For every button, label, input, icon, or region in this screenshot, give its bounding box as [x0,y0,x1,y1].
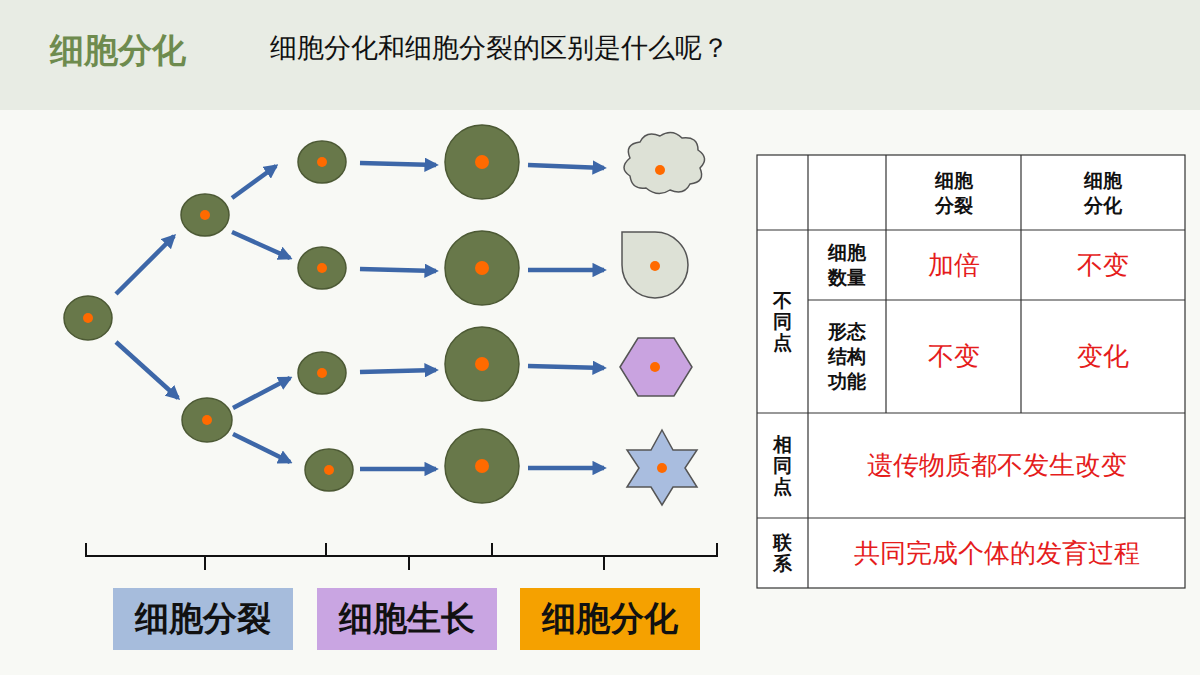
row-header-text: 相同点 [773,434,792,497]
stage-box: 细胞分化 [520,588,700,650]
stage-label: 细胞分裂 [135,596,271,642]
differentiated-cell [624,132,705,193]
cells [64,125,519,503]
question-text: 细胞分化和细胞分裂的区别是什么呢？ [270,30,729,66]
table-header: 细胞 分化 [1021,155,1185,230]
table-cell: 变化 [1021,300,1185,413]
stage-box: 细胞生长 [317,588,497,650]
table-cell: 不变 [1021,230,1185,300]
table-cell-text: 变化 [1077,339,1129,374]
stage-label: 细胞分化 [542,596,678,642]
nuclei [83,155,667,475]
stage-label: 细胞生长 [339,596,475,642]
table-cell: 遗传物质都不发生改变 [808,413,1185,518]
slide-title: 细胞分化 [50,28,186,74]
table-cell-text: 不变 [1077,248,1129,283]
row-header: 相同点 [757,413,808,518]
table-cell: 共同完成个体的发育过程 [808,518,1185,588]
table-header-text: 细胞 分裂 [932,168,976,217]
table-cell: 不变 [886,300,1021,413]
question: 细胞分化和细胞分裂的区别是什么呢？ [270,30,729,66]
brackets [86,543,717,570]
differentiated-cell [627,430,697,505]
stage-box: 细胞分裂 [113,588,293,650]
table-grid [757,155,1185,588]
row-header: 联系 [757,518,808,588]
table-cell-text: 加倍 [928,248,980,283]
growth-arrows [116,163,604,469]
table-cell: 加倍 [886,230,1021,300]
row-header: 细胞 数量 [808,230,886,300]
differentiated-cell [622,232,688,298]
table-cell-text: 共同完成个体的发育过程 [854,536,1140,571]
table-cell-text: 不变 [928,339,980,374]
table-header-text: 细胞 分化 [1081,168,1125,217]
row-header-text: 细胞 数量 [825,240,869,289]
row-header: 不同点 [757,230,808,413]
row-header-text: 不同点 [773,290,792,353]
row-header-text: 形态 结构 功能 [825,319,869,393]
row-header: 形态 结构 功能 [808,300,886,413]
row-header-text: 联系 [773,532,792,574]
table-header: 细胞 分裂 [886,155,1021,230]
differentiated-cell [620,338,692,396]
table-cell-text: 遗传物质都不发生改变 [867,448,1127,483]
